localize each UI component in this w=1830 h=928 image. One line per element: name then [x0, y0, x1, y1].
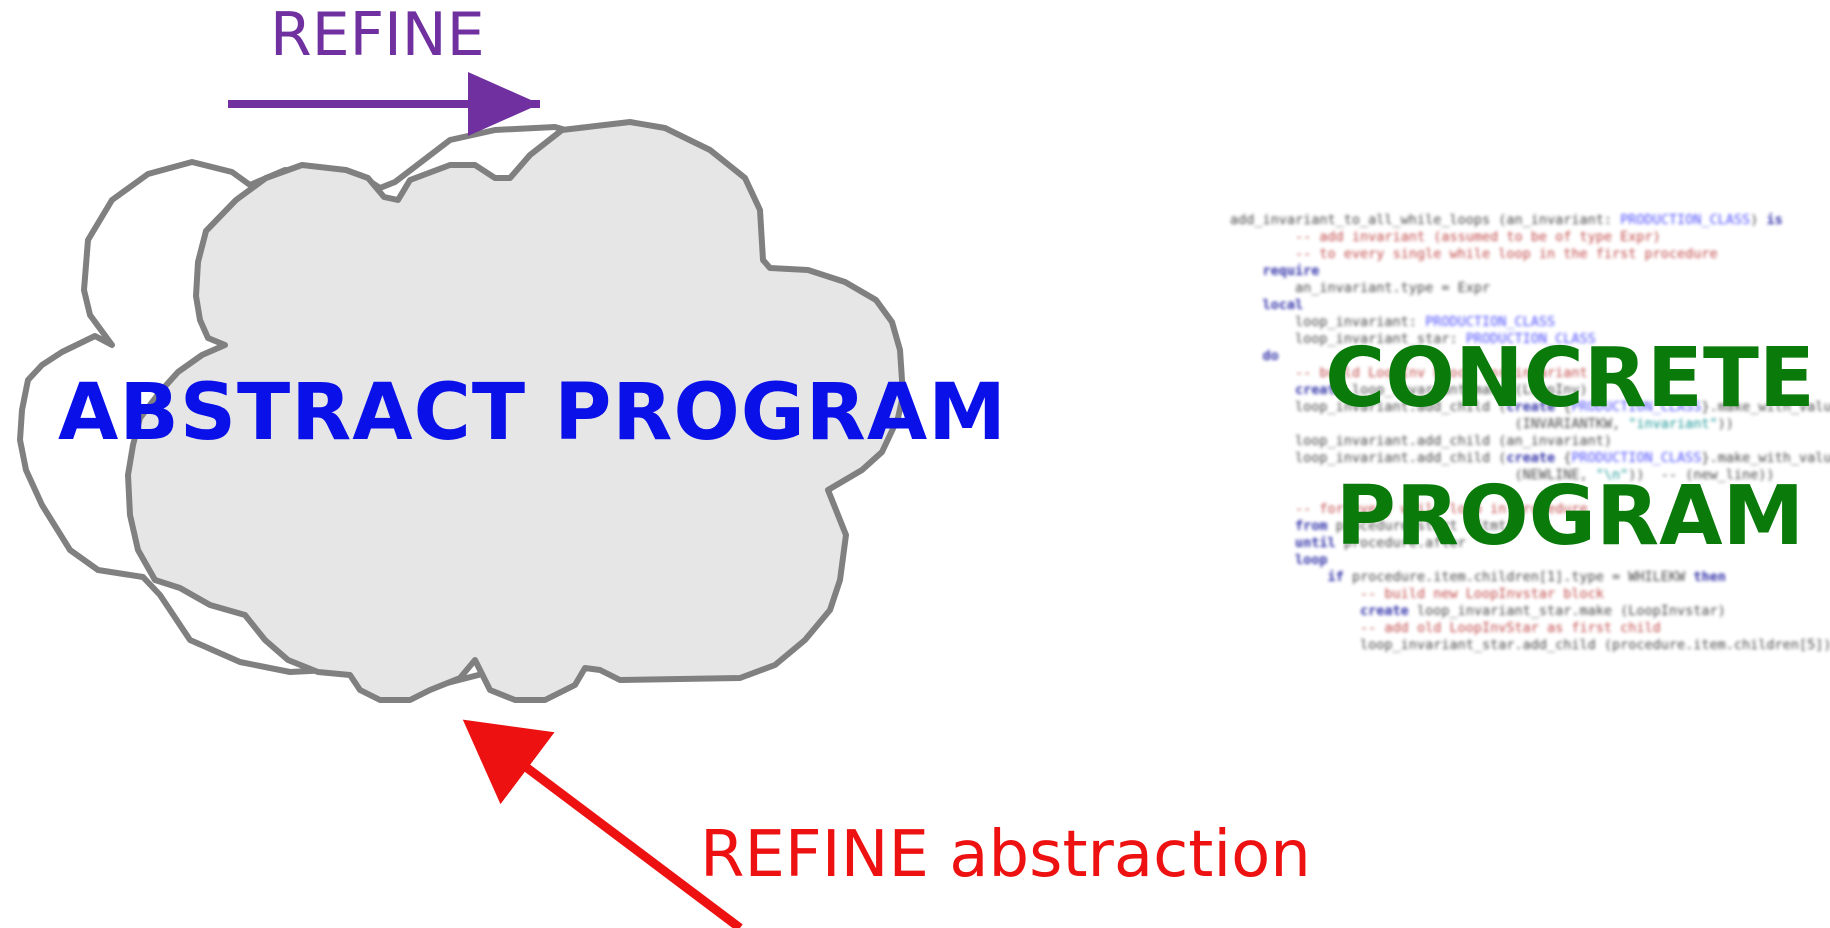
code-token: )) -- (new_line)) [1628, 467, 1775, 483]
concrete-program-label: CONCRETE PROGRAM [1310, 310, 1830, 586]
code-token: PRODUCTION_CLASS [1571, 399, 1702, 415]
code-token [1230, 518, 1295, 534]
code-token [1230, 246, 1295, 262]
code-token: -- build new LoopInvstar block [1360, 586, 1604, 602]
code-token: -- add old LoopInvStar as first child [1360, 620, 1661, 636]
code-token: loop_invariant: [1230, 314, 1426, 330]
code-line: loop [1230, 552, 1830, 569]
code-token: then [1693, 569, 1726, 585]
code-token: -- for every while loop in procedure [1295, 501, 1588, 517]
code-token: loop_invariant_star.make (LoopInvstar) [1408, 603, 1726, 619]
code-token: loop [1295, 552, 1328, 568]
code-token: PRODUCTION_CLASS [1620, 212, 1751, 228]
code-token: add_invariant_to_all_while_loops (an_inv… [1230, 212, 1621, 228]
code-line: -- build LoopInv block for invariant [1230, 365, 1830, 382]
code-token: if [1327, 569, 1344, 585]
code-token: )) [1717, 416, 1734, 432]
code-line: -- add invariant (assumed to be of type … [1230, 229, 1830, 246]
concrete-code-listing: add_invariant_to_all_while_loops (an_inv… [1230, 212, 1830, 654]
code-token: PRODUCTION_CLASS [1425, 314, 1556, 330]
code-token: loop_invariant.add_child ( [1230, 450, 1507, 466]
code-line: -- build new LoopInvstar block [1230, 586, 1830, 603]
code-token: do [1262, 348, 1279, 364]
code-line: an_invariant.type = Expr [1230, 280, 1830, 297]
concrete-label-line1: CONCRETE [1325, 331, 1815, 426]
code-line: (NEWLINE, "\n")) -- (new_line)) [1230, 467, 1830, 484]
code-token: loop_invariant.add_child (an_invariant) [1230, 433, 1613, 449]
code-token: -- to every single while loop in the fir… [1295, 246, 1718, 262]
code-token: PRODUCTION_CLASS [1571, 450, 1702, 466]
code-line: -- add old LoopInvStar as first child [1230, 620, 1830, 637]
code-token: create [1506, 450, 1556, 466]
code-token: -- build LoopInv block for invariant [1295, 365, 1588, 381]
code-line: until procedure.after [1230, 535, 1830, 552]
code-token: until [1295, 535, 1336, 551]
code-token: loop_invariant.add_child ( [1230, 399, 1507, 415]
code-token: an_invariant.type = Expr [1230, 280, 1491, 296]
code-line: create loop_invariant_star.make (LoopInv… [1230, 603, 1830, 620]
code-token: PRODUCTION_CLASS [1465, 331, 1596, 347]
code-token: }.make_with_value [1701, 399, 1830, 415]
code-token: { [1555, 450, 1572, 466]
code-token: "\n" [1595, 467, 1629, 483]
code-line: add_invariant_to_all_while_loops (an_inv… [1230, 212, 1830, 229]
code-line: loop_invariant.add_child (create {PRODUC… [1230, 399, 1830, 416]
code-token [1230, 229, 1295, 245]
code-line: create loop_invariant.make (LoopInv) [1230, 382, 1830, 399]
code-token: ) [1750, 212, 1767, 228]
code-token [1230, 603, 1360, 619]
code-token: loop_invariant_star.add_child (procedure… [1230, 637, 1830, 653]
code-line: do [1230, 348, 1830, 365]
code-line: from procedure.start (Stmt) [1230, 518, 1830, 535]
code-line: loop_invariant: PRODUCTION_CLASS [1230, 314, 1830, 331]
code-token [1230, 365, 1295, 381]
code-token: loop_invariant_star: [1230, 331, 1466, 347]
code-token: procedure.item.children[1].type = WHILEK… [1343, 569, 1694, 585]
code-token [1230, 348, 1263, 364]
code-token: { [1555, 399, 1572, 415]
code-token: "invariant" [1628, 416, 1718, 432]
refine-abstraction-label: REFINE abstraction [700, 818, 1311, 892]
code-token: require [1262, 263, 1320, 279]
code-token [1230, 620, 1360, 636]
code-token: create [1295, 382, 1344, 398]
code-line: if procedure.item.children[1].type = WHI… [1230, 569, 1830, 586]
code-token: (NEWLINE, [1230, 467, 1596, 483]
code-line: loop_invariant_star: PRODUCTION_CLASS [1230, 331, 1830, 348]
code-line: -- to every single while loop in the fir… [1230, 246, 1830, 263]
code-token: local [1262, 297, 1304, 313]
code-line: require [1230, 263, 1830, 280]
code-token [1230, 263, 1263, 279]
code-token [1230, 297, 1263, 313]
code-token: from [1295, 518, 1328, 534]
refine-label: REFINE [270, 0, 485, 70]
code-token [1230, 586, 1360, 602]
refine-abstraction-arrow [462, 719, 743, 928]
code-token: (INVARIANTKW, [1230, 416, 1629, 432]
abstract-program-label: ABSTRACT PROGRAM [58, 368, 1007, 458]
code-line: local [1230, 297, 1830, 314]
abstract-cloud [125, 119, 906, 703]
code-line: loop_invariant.add_child (create {PRODUC… [1230, 450, 1830, 467]
code-token: -- add invariant (assumed to be of type … [1295, 229, 1661, 245]
code-line: (INVARIANTKW, "invariant")) [1230, 416, 1830, 433]
code-token: }.make_with_value [1701, 450, 1830, 466]
code-token [1230, 552, 1295, 568]
code-token: procedure.start (Stmt) [1327, 518, 1515, 534]
code-token: create [1360, 603, 1409, 619]
code-line: loop_invariant_star.add_child (procedure… [1230, 637, 1830, 654]
code-token: loop_invariant.make (LoopInv) [1343, 382, 1588, 398]
concrete-label-line2: PROGRAM [1335, 469, 1805, 564]
code-token: create [1506, 399, 1556, 415]
code-token [1230, 382, 1295, 398]
code-line: loop_invariant.add_child (an_invariant) [1230, 433, 1830, 450]
code-token [1230, 535, 1295, 551]
code-token: procedure.after [1335, 535, 1466, 551]
code-token [1230, 501, 1295, 517]
code-token: is [1766, 212, 1783, 228]
code-line: -- for every while loop in procedure [1230, 501, 1830, 518]
